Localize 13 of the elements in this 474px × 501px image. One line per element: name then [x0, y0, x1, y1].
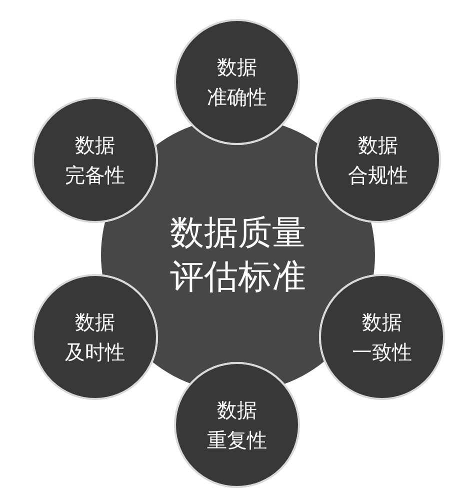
circle-label: 准确性	[207, 84, 267, 111]
circle-label: 数据	[217, 397, 257, 424]
circle-label: 一致性	[352, 339, 412, 366]
circle-label: 数据	[358, 132, 398, 159]
circle-label: 重复性	[207, 427, 267, 454]
circle-label: 数据	[75, 132, 115, 159]
circle-label: 合规性	[348, 162, 408, 189]
circle-label: 及时性	[65, 339, 125, 366]
circle-label: 数据	[362, 309, 402, 336]
circle-label: 数据	[75, 309, 115, 336]
circle-label: 数据质量评估标准	[169, 212, 307, 299]
circle-label: 完备性	[65, 162, 125, 189]
circle-label: 数据	[217, 54, 257, 81]
